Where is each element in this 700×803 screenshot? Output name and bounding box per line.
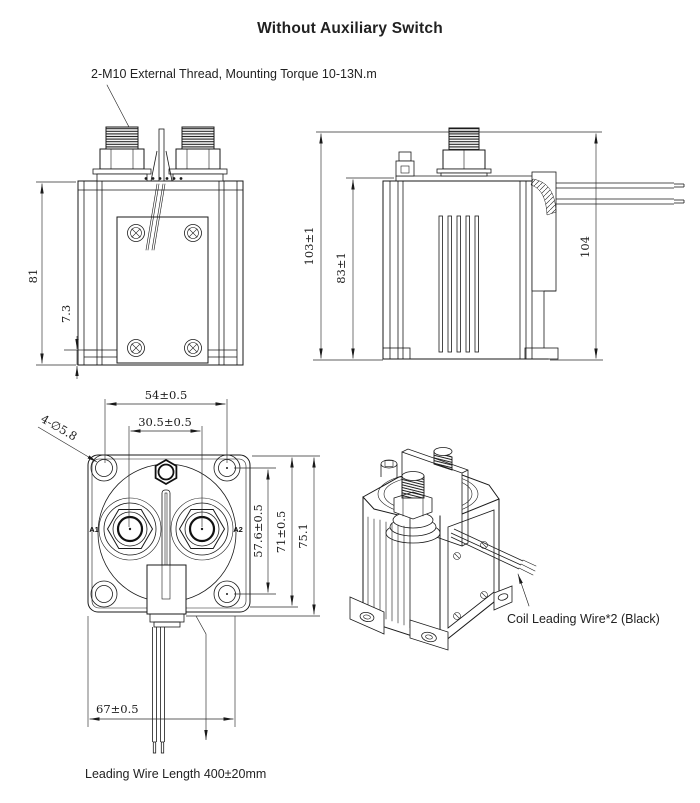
wire-bracket	[382, 171, 559, 360]
center-slot	[146, 489, 187, 628]
dim-front-body-height: 81	[26, 181, 76, 366]
bottom-view: A1 A2 54±0.5	[37, 388, 320, 754]
iso-stud-front	[385, 471, 441, 544]
mounting-torque-note: 2-M10 External Thread, Mounting Torque 1…	[91, 67, 377, 81]
dim-hole-span-x: 54±0.5	[104, 388, 228, 463]
svg-text:7.3: 7.3	[59, 305, 73, 323]
iso-stud-rear	[433, 447, 453, 471]
vent-cap	[395, 151, 415, 177]
svg-text:30.5±0.5: 30.5±0.5	[138, 415, 192, 429]
note-leader-line	[106, 84, 130, 128]
cooling-ribs	[438, 215, 479, 353]
front-view: 81 7.3	[26, 126, 244, 379]
isometric-view: Coil Leading Wire*2 (Black)	[349, 447, 660, 651]
coil-wires-side	[556, 182, 685, 205]
page-title: Without Auxiliary Switch	[257, 20, 443, 37]
svg-text:57.6±0.5: 57.6±0.5	[251, 504, 265, 558]
dim-body-width: 71±0.5	[250, 455, 320, 608]
dim-side-body-height: 83±1	[334, 177, 394, 359]
coil-wire-note: Coil Leading Wire*2 (Black)	[507, 612, 660, 626]
coil-note-leader	[517, 573, 530, 607]
svg-text:75.1: 75.1	[296, 523, 310, 549]
dim-front-foot-height: 7.3	[59, 305, 96, 379]
svg-text:103±1: 103±1	[302, 227, 316, 266]
dim-side-overall-height: 103±1	[302, 131, 602, 361]
svg-text:67±0.5: 67±0.5	[96, 702, 139, 716]
side-view: 103±1 83±1 104	[302, 127, 685, 361]
iso-ribs	[367, 516, 411, 628]
svg-text:83±1: 83±1	[334, 252, 348, 284]
dim-mount-holes: 4-∅5.8	[37, 412, 98, 463]
iso-feet	[349, 585, 513, 651]
dim-hole-span-y: 57.6±0.5	[234, 467, 276, 595]
terminal-label-a2: A2	[233, 525, 243, 534]
wire-length-note: Leading Wire Length 400±20mm	[85, 767, 266, 781]
svg-text:4-∅5.8: 4-∅5.8	[38, 412, 79, 444]
svg-text:54±0.5: 54±0.5	[145, 388, 188, 402]
coil-wires-bottom	[152, 627, 165, 754]
dim-base-span: 67±0.5	[87, 615, 236, 740]
svg-text:71±0.5: 71±0.5	[274, 511, 288, 554]
terminal-label-a1: A1	[89, 525, 99, 534]
iso-vent-cap	[380, 459, 398, 478]
terminal-a1	[98, 497, 162, 561]
iso-side-panel	[447, 509, 495, 629]
svg-text:81: 81	[26, 269, 40, 284]
dim-overall-width: 75.1	[186, 457, 320, 617]
dim-side-wire-offset: 104	[550, 133, 603, 361]
m10-stud-left	[92, 126, 152, 182]
iso-coil-wires	[450, 528, 537, 576]
center-hex-feature	[154, 458, 178, 486]
dim-terminal-span: 30.5±0.5	[128, 415, 203, 527]
center-blade	[144, 128, 183, 251]
m10-stud-right	[168, 126, 228, 182]
m10-stud-side	[436, 127, 492, 177]
svg-text:104: 104	[578, 236, 592, 258]
front-plate-screws	[127, 224, 202, 357]
